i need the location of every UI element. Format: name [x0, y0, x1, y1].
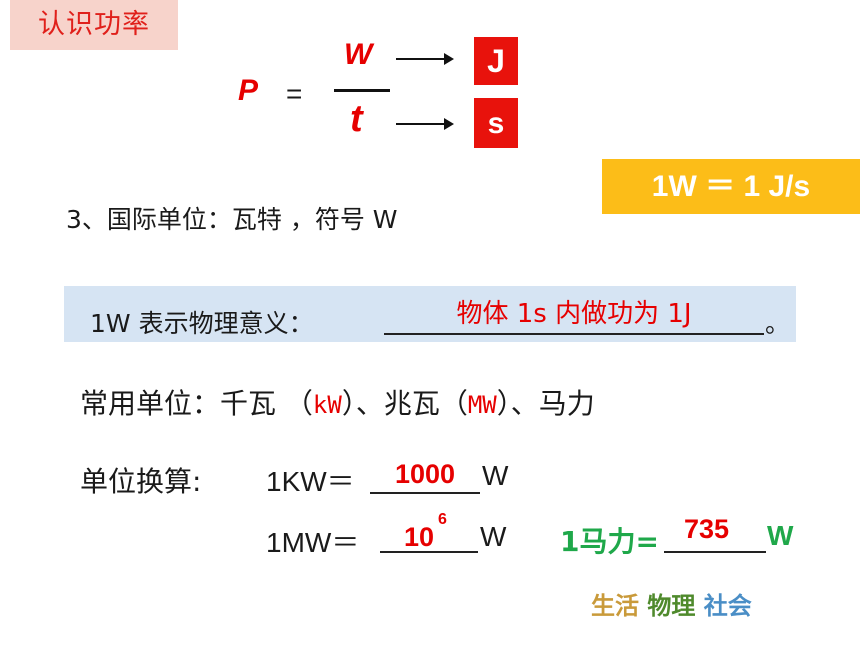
- meaning-blank-line: [384, 333, 764, 335]
- formula-power-symbol: P: [238, 74, 259, 107]
- formula-numerator: W: [344, 38, 373, 71]
- common-units-line: 常用单位：千瓦 （kW）、兆瓦（MW）、马力: [80, 382, 595, 422]
- conversion-mw-answer-exponent: 6: [438, 511, 447, 528]
- formula-denominator: t: [350, 98, 363, 140]
- page-title: 认识功率: [10, 0, 178, 50]
- common-units-prefix: 常用单位：千瓦 （: [80, 387, 313, 420]
- conversion-hp-left: 1马力=: [560, 525, 659, 558]
- conversion-label: 单位换算:: [80, 465, 202, 498]
- conversion-kw-left: 1KW＝: [266, 466, 355, 497]
- footer-society: 社会: [703, 592, 752, 620]
- conversion-kw-unit: W: [482, 460, 509, 491]
- conversion-mw-answer-base: 10: [404, 522, 435, 552]
- si-unit-line: 3、国际单位：瓦特 ，符号 W: [66, 205, 398, 234]
- fraction-bar: [334, 89, 390, 92]
- meaning-period: 。: [765, 309, 791, 338]
- meaning-label: 1W 表示物理意义：: [90, 309, 314, 338]
- meaning-answer: 物体 1s 内做功为 1J: [456, 299, 692, 329]
- arrow-right-icon: [396, 118, 454, 130]
- meaning-band: [64, 286, 796, 342]
- unit-kw: kW: [312, 391, 342, 419]
- conversion-hp-unit: W: [767, 520, 794, 551]
- conversion-kw-answer: 1000: [394, 459, 456, 489]
- mw-blank-line: [380, 551, 478, 553]
- conversion-hp-answer: 735: [684, 514, 730, 544]
- common-units-middle: ）、兆瓦（: [341, 387, 468, 420]
- watt-definition-highlight: 1W ＝ 1 J/s: [602, 159, 860, 214]
- footer-life: 生活: [591, 592, 639, 620]
- kw-blank-line: [370, 492, 480, 494]
- common-units-suffix: ）、马力: [496, 387, 595, 420]
- footer-physics: 物理: [647, 592, 696, 620]
- unit-joule-box: J: [474, 37, 518, 85]
- formula-equals: =: [286, 78, 303, 109]
- conversion-mw-left: 1MW＝: [266, 527, 360, 558]
- hp-blank-line: [664, 551, 766, 553]
- unit-second-box: s: [474, 98, 518, 148]
- conversion-mw-unit: W: [480, 521, 507, 552]
- arrow-right-icon: [396, 53, 454, 65]
- footer-tagline: 生活 物理 社会: [591, 586, 752, 621]
- unit-mw: MW: [467, 391, 497, 419]
